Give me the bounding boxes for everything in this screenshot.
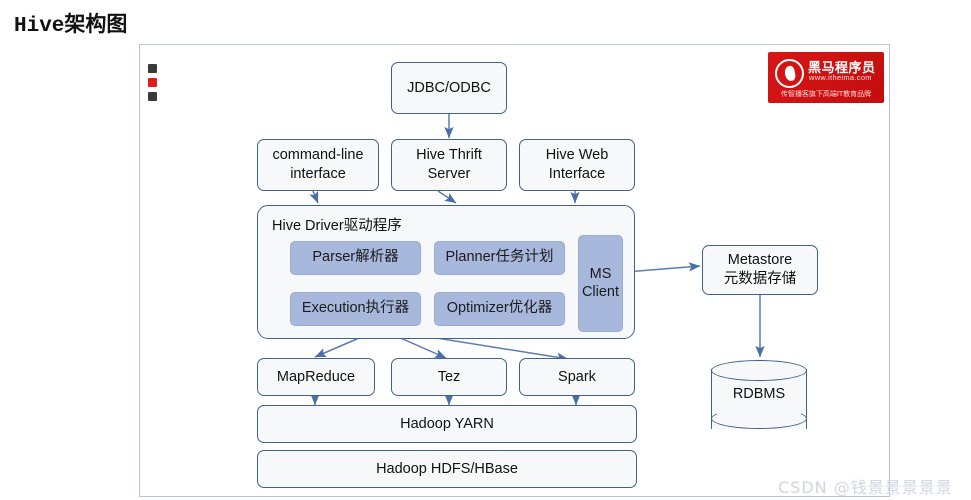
bullet-mark-3 [148,92,157,101]
node-mapreduce[interactable]: MapReduce [257,358,375,396]
bullet-mark-1 [148,64,157,73]
node-jdbc-odbc-label: JDBC/ODBC [407,79,491,96]
node-parser[interactable]: Parser解析器 [290,241,421,275]
node-metastore-line1: Metastore [727,252,793,269]
node-execution-label: Execution执行器 [301,300,410,317]
node-command-line-interface[interactable]: command-line interface [257,139,379,191]
node-cli-line1: command-line [272,147,364,164]
cylinder-bottom [711,408,807,429]
node-jdbc-odbc[interactable]: JDBC/ODBC [391,62,507,114]
node-parser-label: Parser解析器 [312,249,399,266]
node-tez-label: Tez [437,368,461,385]
node-hive-web-interface[interactable]: Hive Web Interface [519,139,635,191]
node-thrift-line2: Server [427,166,471,182]
node-cli-line2: interface [290,166,346,182]
logo-slogan: 传智播客旗下高端IT教育品牌 [780,90,872,98]
node-ms-client-line1: MS [589,266,612,283]
horse-head-in-circle-icon [775,59,804,88]
bullet-marks [148,64,157,101]
node-spark[interactable]: Spark [519,358,635,396]
page-title-en: Hive [14,15,65,38]
itheima-logo: 黑马程序员 www.itheima.com 传智播客旗下高端IT教育品牌 [768,52,884,103]
node-execution[interactable]: Execution执行器 [290,292,421,326]
node-ms-client[interactable]: MS Client [578,235,623,332]
node-hadoop-hdfs-label: Hadoop HDFS/HBase [376,460,518,477]
node-hadoop-yarn[interactable]: Hadoop YARN [257,405,637,443]
page-title-cn: 架构图 [64,12,128,36]
node-hive-driver-label: Hive Driver驱动程序 [272,218,402,234]
csdn-watermark: CSDN @钱景景景景景 [778,478,953,497]
node-mapreduce-label: MapReduce [276,368,356,385]
node-hadoop-hdfs-hbase[interactable]: Hadoop HDFS/HBase [257,450,637,488]
node-tez[interactable]: Tez [391,358,507,396]
node-webui-line2: Interface [548,166,606,182]
node-metastore[interactable]: Metastore 元数据存储 [702,245,818,295]
node-planner-label: Planner任务计划 [445,249,554,266]
node-optimizer[interactable]: Optimizer优化器 [434,292,565,326]
node-hive-thrift-server[interactable]: Hive Thrift Server [391,139,507,191]
bullet-mark-2 [148,78,157,87]
page-title: Hive架构图 [14,8,127,38]
node-ms-client-line2: Client [581,283,620,300]
node-spark-label: Spark [558,368,596,385]
node-metastore-line2: 元数据存储 [723,271,797,287]
node-rdbms-database[interactable]: RDBMS [711,360,807,438]
node-hadoop-yarn-label: Hadoop YARN [400,415,494,432]
logo-site-url: www.itheima.com [809,73,872,82]
node-rdbms-label: RDBMS [732,386,786,402]
node-planner[interactable]: Planner任务计划 [434,241,565,275]
node-optimizer-label: Optimizer优化器 [446,300,553,317]
cylinder-top [711,360,807,381]
node-webui-line1: Hive Web [545,147,609,164]
node-thrift-line1: Hive Thrift [416,147,482,164]
logo-brand-text: 黑马程序员 [808,61,876,76]
